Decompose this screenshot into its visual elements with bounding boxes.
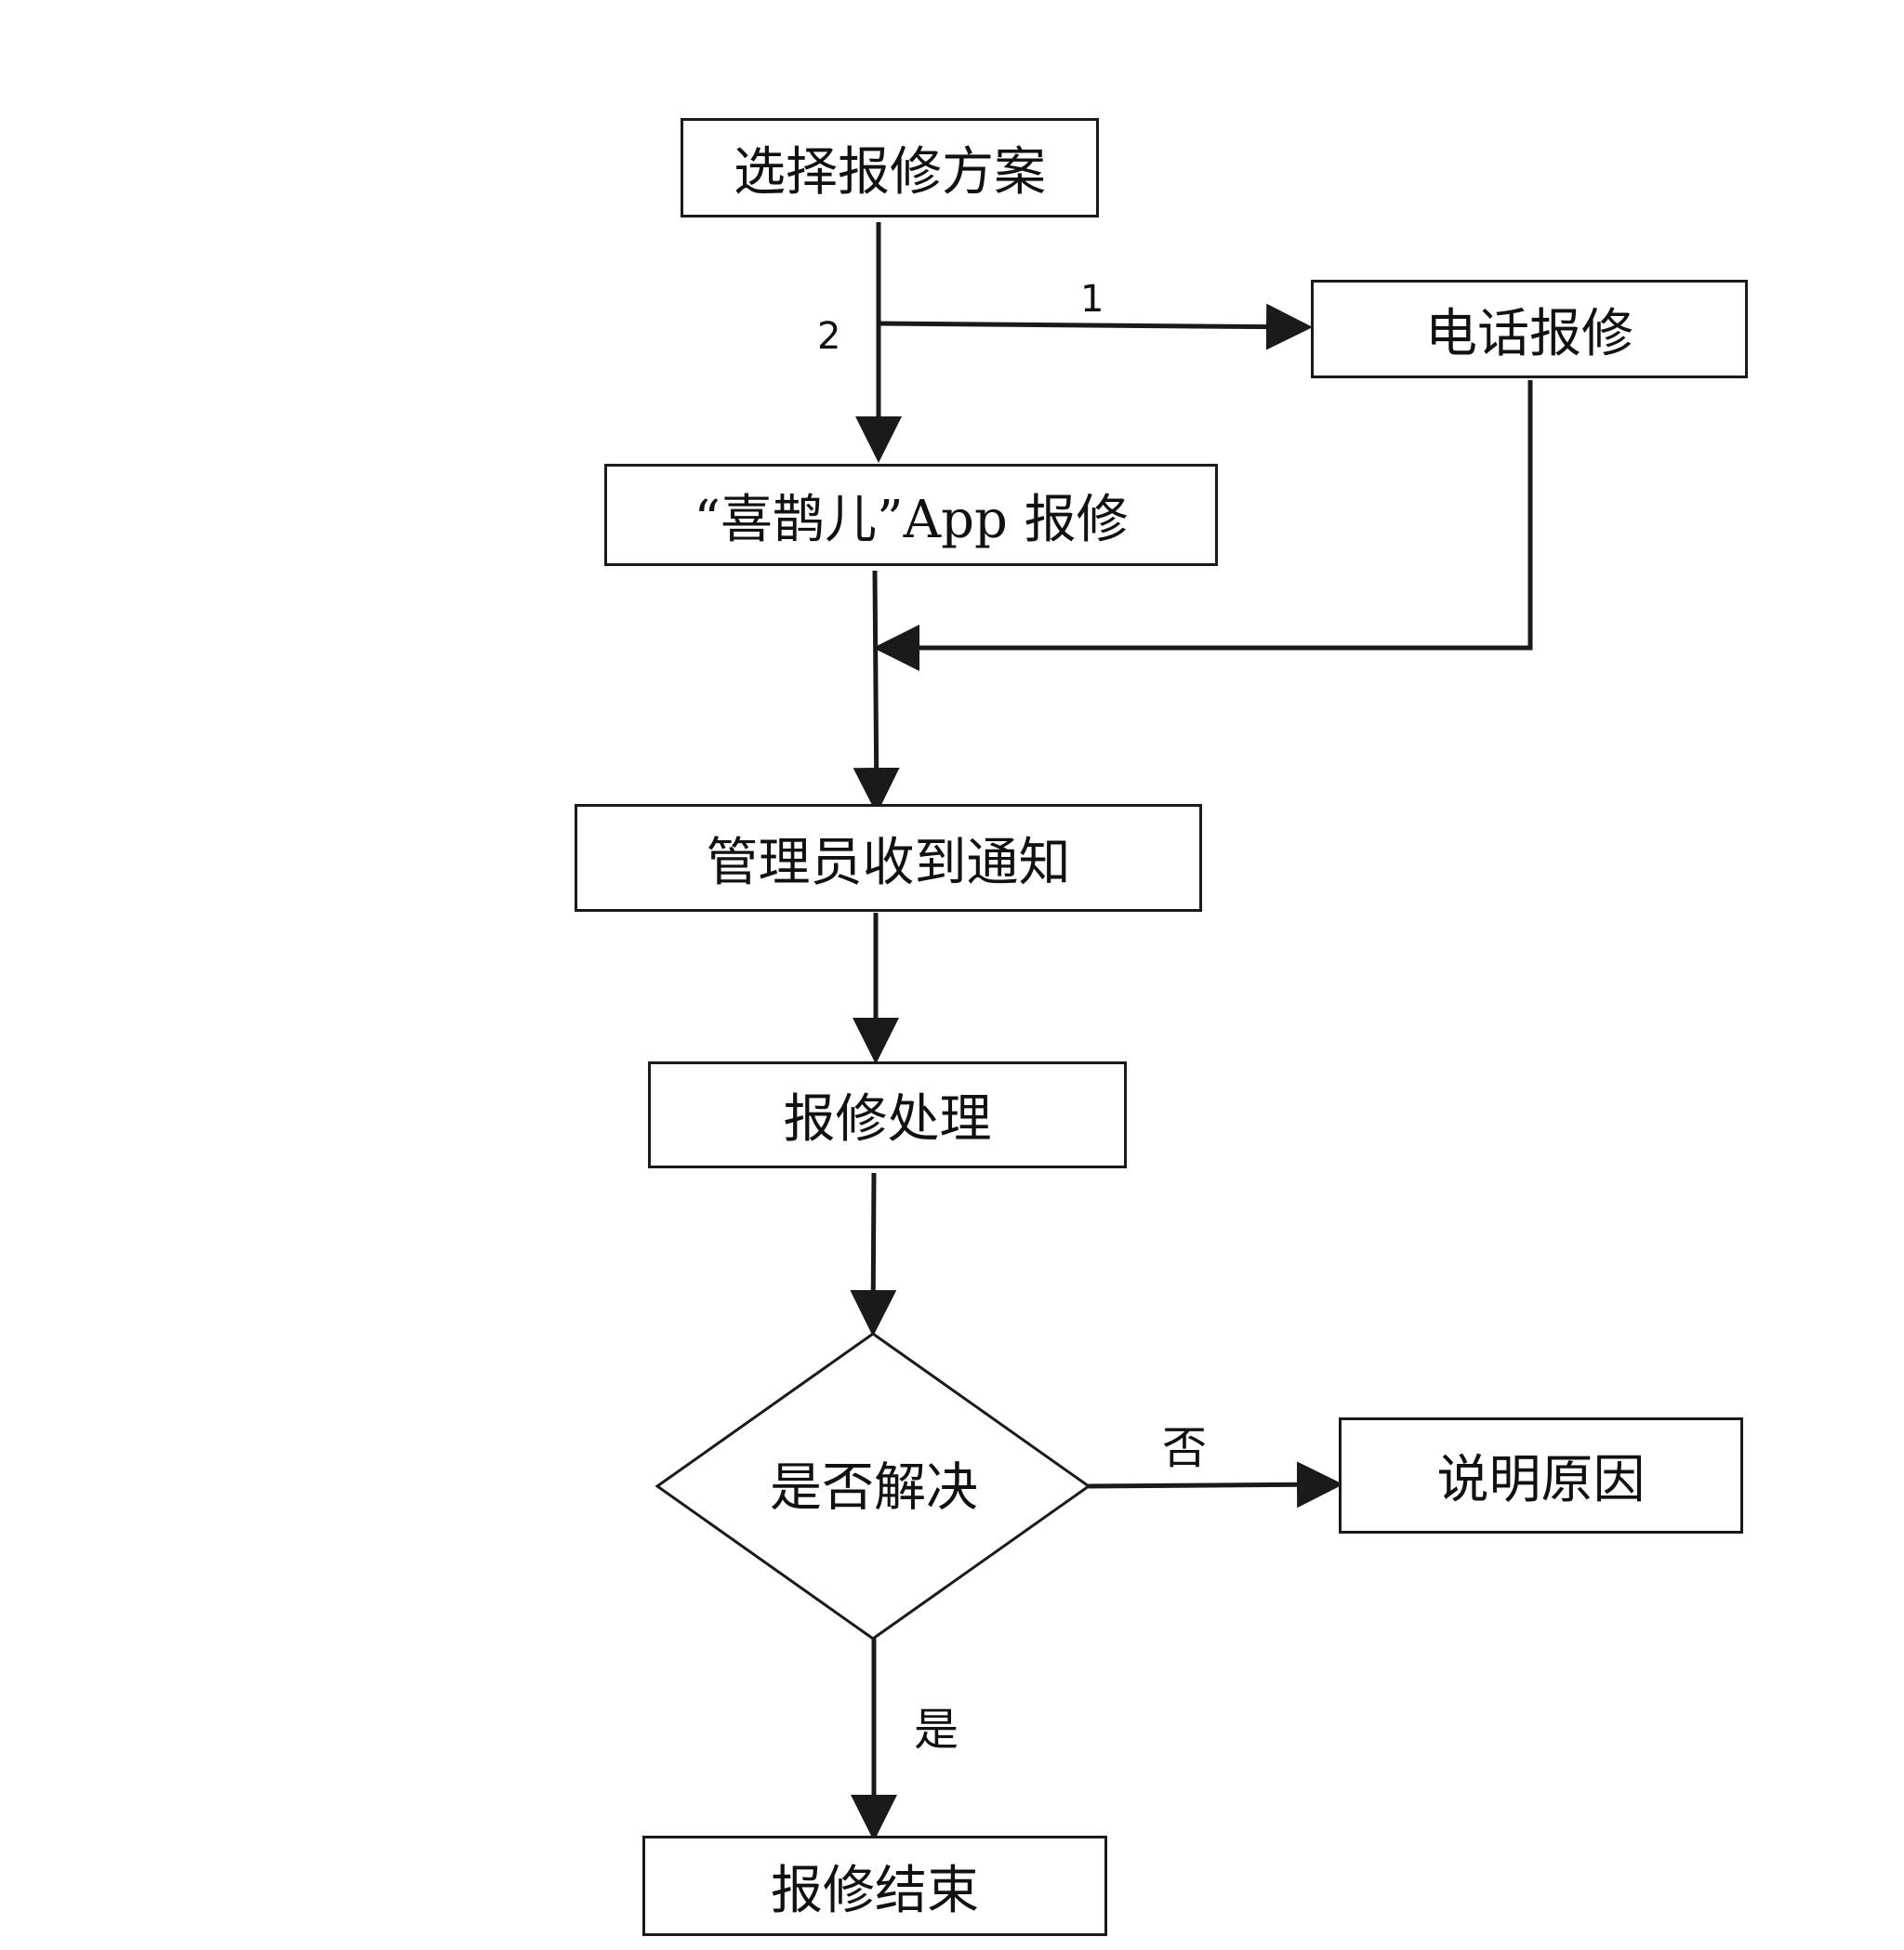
decision-diamond	[654, 1332, 1091, 1640]
edge-label-yes: 是	[914, 1704, 959, 1756]
decision-label: 是否解决	[770, 1457, 978, 1519]
edge-processing-to-decision	[850, 1172, 897, 1337]
edge-label-option-2: 2	[817, 315, 841, 358]
node-choose-plan: 选择报修方案	[681, 118, 1099, 217]
edge-phone-to-merge	[873, 380, 1533, 671]
edge-label-no: 否	[1162, 1422, 1208, 1474]
node-admin-notified: 管理员收到通知	[575, 804, 1202, 912]
edge-decision-no	[1088, 1461, 1343, 1509]
edge-label-option-1: 1	[1080, 278, 1104, 321]
edge-app-to-admin	[853, 570, 900, 814]
edge-branch-to-phone	[878, 303, 1313, 350]
node-phone-repair: 电话报修	[1311, 280, 1748, 378]
node-app-repair: “喜鹊儿”App 报修	[604, 464, 1218, 566]
node-explain-reason: 说明原因	[1339, 1417, 1743, 1534]
node-repair-processing: 报修处理	[648, 1061, 1127, 1168]
node-repair-end: 报修结束	[642, 1836, 1107, 1936]
